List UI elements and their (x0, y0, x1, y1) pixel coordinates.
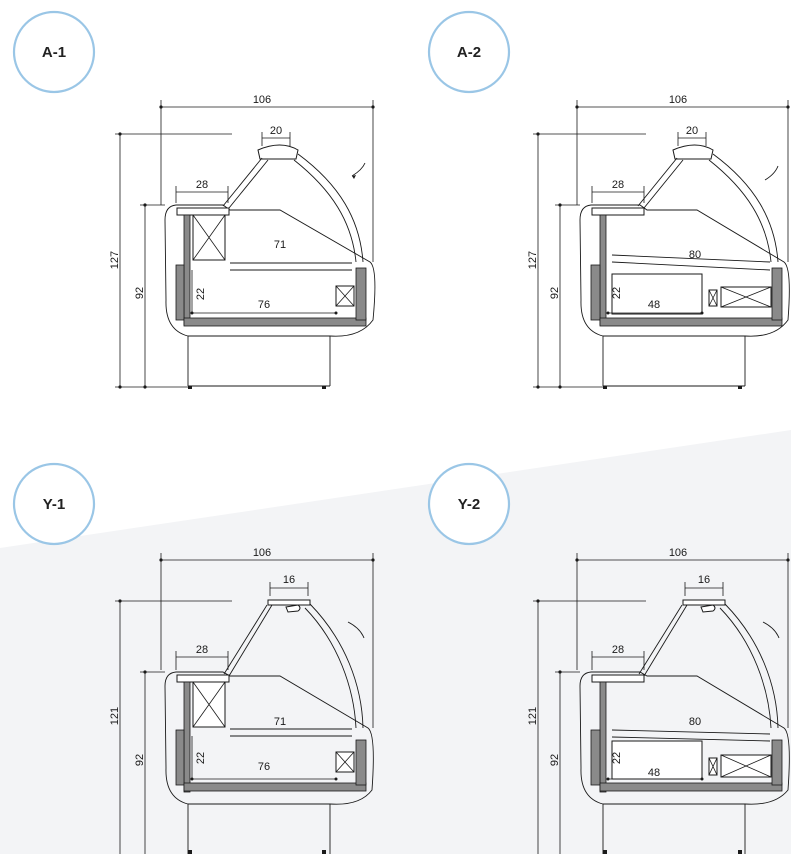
glass-arrow (347, 621, 365, 639)
top-dimension: 20 (261, 125, 291, 146)
front-wall (771, 739, 783, 786)
badge-label: Y-2 (458, 496, 481, 513)
top-dimension: 16 (269, 574, 309, 596)
shelf-dimension: 28 (591, 644, 645, 670)
width-dimension: 106 (159, 547, 375, 728)
depth-lower-label: 48 (648, 767, 660, 779)
curved-glass (297, 153, 364, 263)
height-total-label: 127 (109, 251, 121, 269)
canopy-lamp (672, 144, 714, 160)
width-label: 106 (253, 547, 271, 559)
floor-wall (599, 317, 783, 327)
h-small-label: 22 (195, 288, 207, 300)
width-dimension: 106 (575, 94, 790, 262)
curved-glass (309, 603, 364, 729)
height-dimensions: 121 92 (109, 599, 232, 854)
depth-lower-label: 76 (258, 761, 270, 773)
canopy-lamp (267, 599, 311, 606)
badge-circle (12, 462, 96, 546)
floor-wall (599, 782, 783, 792)
front-wall (355, 739, 367, 786)
height-total-label: 121 (109, 707, 121, 725)
depth-upper-label: 71 (274, 716, 286, 728)
height-total-label: 121 (527, 707, 539, 725)
shelf-dimension: 28 (175, 179, 229, 203)
badge-label: A-1 (42, 44, 66, 61)
canopy-lamp (257, 144, 299, 160)
top-dimension: 16 (684, 574, 724, 596)
height-counter-label: 92 (134, 287, 146, 299)
h-small-label: 22 (611, 287, 623, 299)
shelf-dimension: 28 (175, 644, 229, 670)
top-label: 16 (283, 574, 295, 586)
shelf-label: 28 (612, 644, 624, 656)
width-label: 106 (253, 94, 271, 106)
curved-glass (712, 153, 779, 263)
height-counter-label: 92 (134, 754, 146, 766)
cabinet-outline (579, 671, 790, 805)
width-dimension: 106 (159, 94, 375, 262)
depth-lower-dimension: 48 (606, 299, 704, 315)
upper-deck (611, 729, 771, 735)
front-wall (771, 267, 783, 321)
height-total-label: 127 (527, 251, 539, 269)
width-label: 106 (669, 547, 687, 559)
top-shelf (591, 674, 645, 683)
top-dimension: 20 (677, 125, 707, 146)
badge-circle (427, 10, 511, 94)
depth-upper-label: 71 (274, 239, 286, 251)
shelf-dimension: 28 (591, 179, 645, 203)
height-counter-label: 92 (549, 754, 561, 766)
height-counter-label: 92 (549, 287, 561, 299)
depth-lower-label: 76 (258, 299, 270, 311)
top-label: 20 (270, 125, 282, 137)
badge-circle (12, 10, 96, 94)
width-label: 106 (669, 94, 687, 106)
shelf-label: 28 (612, 179, 624, 191)
height-dimensions: 121 92 (527, 599, 646, 854)
height-dimensions: 127 92 (109, 132, 232, 389)
shelf-label: 28 (196, 179, 208, 191)
shelf-label: 28 (196, 644, 208, 656)
top-shelf (591, 207, 645, 216)
cabinet-outline (164, 671, 374, 805)
curved-glass (724, 603, 779, 729)
floor-wall (183, 782, 367, 792)
front-wall (355, 267, 367, 321)
top-label: 16 (698, 574, 710, 586)
depth-lower-dimension: 76 (190, 761, 338, 781)
badge-label: A-2 (457, 44, 481, 61)
badge-label: Y-1 (43, 496, 66, 513)
glass-arrow (762, 621, 780, 639)
floor-wall (183, 317, 367, 327)
depth-lower-label: 48 (648, 299, 660, 311)
depth-lower-dimension: 76 (190, 299, 338, 315)
height-dimensions: 127 92 (527, 132, 646, 389)
depth-upper-label: 80 (689, 249, 701, 261)
upper-deck (611, 254, 771, 263)
h-small-label: 22 (195, 752, 207, 764)
glass-arrow (351, 162, 366, 177)
width-dimension: 106 (575, 547, 790, 728)
canopy-lamp (682, 599, 726, 606)
depth-lower-dimension: 48 (606, 767, 704, 781)
depth-upper-dimension: 71 (274, 239, 286, 251)
back-wall (599, 681, 607, 793)
top-label: 20 (686, 125, 698, 137)
glass-arrow (764, 165, 779, 181)
depth-upper-label: 80 (689, 716, 701, 728)
h-small-label: 22 (611, 752, 623, 764)
badge-circle (427, 462, 511, 546)
